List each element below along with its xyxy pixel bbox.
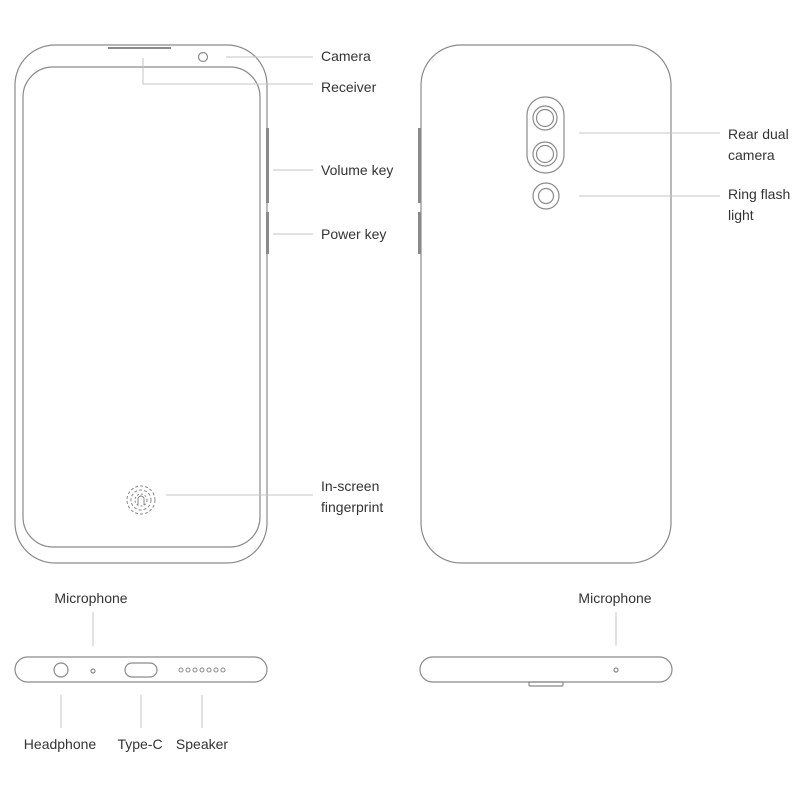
type-c-label: Type-C [117, 736, 162, 752]
front-leaders [142, 56, 313, 496]
rear-camera-label-line1: Rear dual [728, 126, 789, 142]
ring-flash-label-line2: light [728, 207, 754, 223]
back-phone [418, 44, 672, 564]
speaker-label: Speaker [176, 736, 228, 752]
top-edge-body [419, 656, 673, 683]
front-camera-icon [197, 51, 209, 63]
ring-flash-icon [532, 182, 560, 210]
headphone-label: Headphone [24, 736, 97, 752]
camera-label: Camera [321, 48, 371, 64]
headphone-jack [53, 662, 69, 678]
power-key-label: Power key [321, 226, 386, 242]
power-key [266, 212, 269, 254]
ring-flash-label-line1: Ring flash [728, 186, 790, 202]
rear-camera-icon [532, 105, 558, 131]
bottom-leaders [60, 612, 203, 728]
top-edge-key [528, 681, 564, 687]
front-screen [22, 66, 261, 548]
bottom-microphone-label: Microphone [54, 590, 127, 606]
fingerprint-label-line2: fingerprint [321, 499, 383, 515]
receiver-label: Receiver [321, 79, 377, 95]
receiver-leader [142, 58, 313, 85]
front-phone-body [14, 44, 268, 564]
back-volume-key [418, 128, 421, 203]
fingerprint-label-line1: In-screen [321, 478, 379, 494]
back-phone-body [420, 44, 672, 564]
back-leaders [579, 132, 720, 197]
front-phone [14, 44, 269, 564]
speaker-grille [178, 667, 226, 673]
bottom-edge-body [14, 656, 268, 683]
volume-key [266, 128, 269, 203]
bottom-microphone-hole [90, 668, 96, 674]
rear-camera-module [526, 96, 565, 174]
back-power-key [418, 212, 421, 254]
type-c-port [124, 662, 158, 678]
bottom-edge [14, 656, 268, 683]
top-microphone-label: Microphone [578, 590, 651, 606]
fingerprint-icon [126, 485, 156, 515]
volume-key-label: Volume key [321, 162, 393, 178]
top-microphone-hole [613, 667, 619, 673]
rear-camera-label-line2: camera [728, 147, 775, 163]
top-edge [419, 656, 673, 687]
rear-camera-icon [532, 141, 558, 167]
